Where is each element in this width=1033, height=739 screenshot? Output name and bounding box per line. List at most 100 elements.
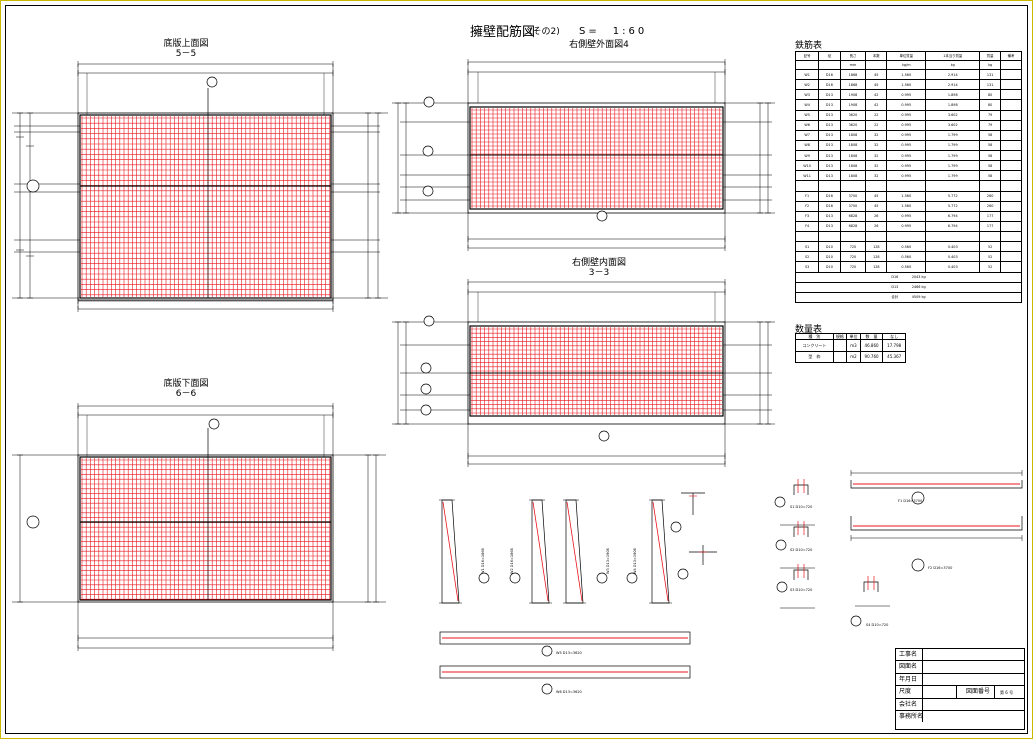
table-cell: F2 xyxy=(794,200,820,212)
table-cell: 720 xyxy=(839,261,867,273)
table-cell xyxy=(1000,119,1022,131)
bar-mark-icon xyxy=(911,558,925,572)
table-cell: 79 xyxy=(979,109,1002,121)
table-cell xyxy=(1000,251,1022,263)
table-cell: D10 xyxy=(818,261,841,273)
table-cell: 1868 xyxy=(839,79,867,91)
table-cell: 1808 xyxy=(839,149,867,162)
table-cell xyxy=(1000,220,1022,233)
table-header-cell: 質量 xyxy=(979,51,1002,61)
stirrup-detail xyxy=(793,569,809,580)
title-block-label: 図面名 xyxy=(899,663,918,671)
table-cell: 3700 xyxy=(839,190,867,202)
table-cell: 42 xyxy=(865,89,888,101)
bar-mark-icon xyxy=(541,645,553,657)
table-cell: W4 xyxy=(794,99,820,111)
table-unit-cell xyxy=(818,60,841,70)
table-unit-cell: kg xyxy=(979,60,1002,70)
table-cell: D16 xyxy=(818,200,841,212)
table-unit-cell xyxy=(794,60,820,70)
table-cell: 0.403 xyxy=(925,241,981,253)
long-bar-detail xyxy=(439,631,691,645)
table-cell: 45 xyxy=(865,68,888,81)
table-cell: 46.860 xyxy=(859,339,884,352)
table-cell: 128 xyxy=(865,251,888,263)
table-header-row: 種 別規格単位数 量なし xyxy=(795,333,906,340)
view-label-right-wall-front: 右側壁外面図4 xyxy=(539,40,659,50)
view-section: 5－5 xyxy=(175,49,197,59)
table-cell xyxy=(832,350,848,363)
table-cell: 1808 xyxy=(839,129,867,141)
table-cell: 79 xyxy=(979,119,1002,131)
drawing-subtitle: (その2) xyxy=(529,27,560,37)
stirrup-detail xyxy=(863,581,879,592)
table-cell: 0.403 xyxy=(925,261,981,273)
table-cell xyxy=(925,180,981,192)
table-cell: 5.772 xyxy=(925,190,981,202)
title-block-row: 尺度図面番号第 6 号 xyxy=(896,686,1024,699)
summary-cell: D16 2043 kg xyxy=(795,271,1022,283)
table-header-cell: 種 別 xyxy=(795,333,834,340)
title-block-label: 事務所名 xyxy=(899,712,924,720)
view-label-bottom-slab: 底版下面図 6－6 xyxy=(126,379,246,399)
table-cell: 80 xyxy=(979,89,1002,101)
table-cell: 45 xyxy=(865,79,888,91)
table-cell xyxy=(1000,210,1022,222)
table-cell: W6 xyxy=(794,119,820,131)
table-cell: 6828 xyxy=(839,210,867,222)
table-cell xyxy=(1000,109,1022,121)
table-cell: 0.995 xyxy=(886,139,927,152)
table-cell xyxy=(1000,89,1022,101)
table-cell: 3.602 xyxy=(925,119,981,131)
view-name: 右側壁内面図 xyxy=(571,258,626,268)
table-cell: m2 xyxy=(846,350,861,363)
table-cell: 45.367 xyxy=(882,350,906,363)
detail-label-w2: W2 D16=1868 xyxy=(510,548,514,574)
table-cell: 6.794 xyxy=(925,210,981,222)
table-header-cell: 長さ xyxy=(839,51,867,61)
table-cell: 80 xyxy=(979,99,1002,111)
long-bar-detail xyxy=(439,665,691,679)
table-cell xyxy=(1000,170,1022,182)
table-cell: 131 xyxy=(979,68,1002,81)
table-cell: 32 xyxy=(865,160,888,172)
table-header-cell: 備考 xyxy=(1000,51,1022,61)
table-cell: 131 xyxy=(979,79,1002,91)
table-cell xyxy=(1000,149,1022,162)
table-cell: 1.560 xyxy=(886,200,927,212)
title-block-label: 年月日 xyxy=(899,675,918,683)
table-cell: W2 xyxy=(794,79,820,91)
bar-mark-icon xyxy=(26,179,40,193)
table-cell: 0.995 xyxy=(886,220,927,233)
table-unit-cell: kg/m xyxy=(886,60,927,70)
title-block: 工事名 図面名 年月日 尺度図面番号第 6 号 会社名 事務所名 xyxy=(895,648,1025,730)
table-cell xyxy=(794,230,820,243)
summary-cell: D13 2466 kg xyxy=(795,281,1022,293)
table-cell: 22 xyxy=(865,109,888,121)
table-cell xyxy=(1000,68,1022,81)
table-cell: 0.995 xyxy=(886,170,927,182)
table-cell xyxy=(925,230,981,243)
table-cell: 32 xyxy=(865,170,888,182)
table-cell: 720 xyxy=(839,251,867,263)
bar-mark-icon xyxy=(774,496,786,508)
table-cell: 58 xyxy=(979,129,1002,141)
table-cell: 3620 xyxy=(839,119,867,131)
table-cell xyxy=(1000,139,1022,152)
table-cell xyxy=(1000,79,1022,91)
view-section: 3－3 xyxy=(588,268,610,278)
table-cell: 0.560 xyxy=(886,261,927,273)
table-cell xyxy=(839,230,867,243)
table-cell: 1.799 xyxy=(925,139,981,152)
bar-mark-icon xyxy=(598,430,610,442)
detail-label-w4: W4 D13=1908 xyxy=(633,548,637,574)
table-cell: 32 xyxy=(865,149,888,162)
bar-mark-icon xyxy=(208,418,220,430)
